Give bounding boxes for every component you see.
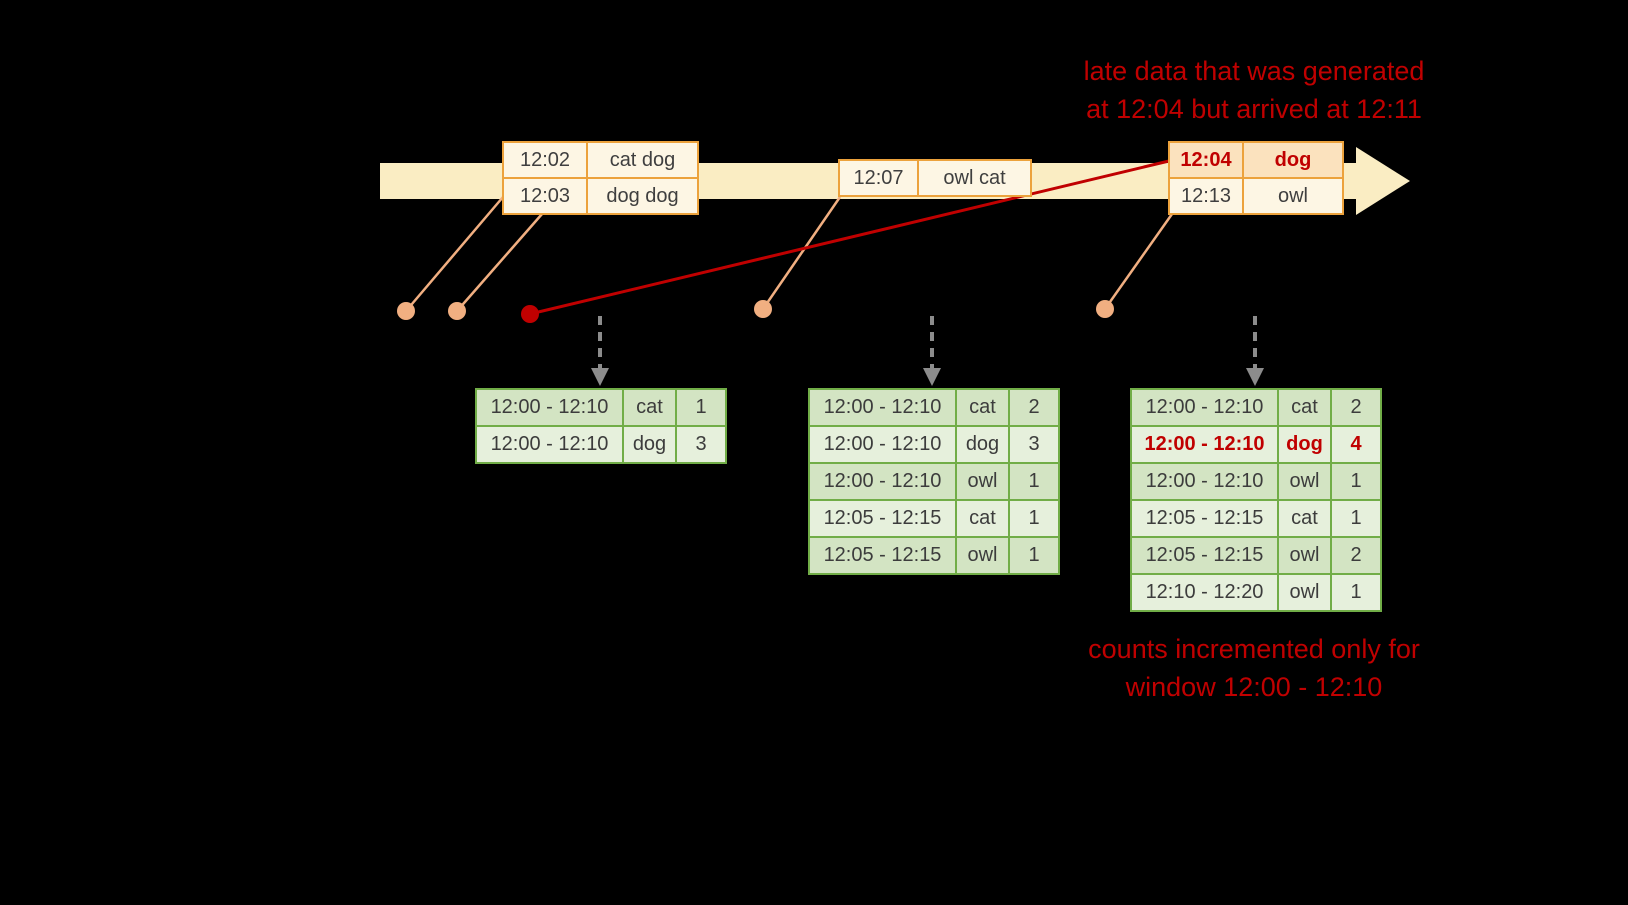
event-time-cell: 12:03 [502,177,588,215]
count-cell: 2 [1008,388,1060,427]
result-row: 12:00 - 12:10 dog 3 [808,425,1060,464]
event-row: 12:02 cat dog [502,141,699,179]
word-cell: cat [622,388,677,427]
result-row: 12:10 - 12:20 owl 1 [1130,573,1382,612]
result-table-3: 12:00 - 12:10 cat 2 12:00 - 12:10 dog 4 … [1130,388,1382,612]
count-cell: 1 [675,388,727,427]
event-dot [448,302,466,320]
event-time-cell: 12:04 [1168,141,1244,179]
window-cell: 12:00 - 12:10 [808,425,957,464]
word-cell: dog [955,425,1010,464]
word-cell: cat [1277,388,1332,427]
result-row: 12:05 - 12:15 owl 1 [808,536,1060,575]
late-event-dot [521,305,539,323]
window-cell: 12:00 - 12:10 [1130,462,1279,501]
result-table-2: 12:00 - 12:10 cat 2 12:00 - 12:10 dog 3 … [808,388,1060,575]
event-connector-line [456,213,543,312]
event-row: 12:07 owl cat [838,159,1032,197]
event-time-cell: 12:02 [502,141,588,179]
window-cell: 12:00 - 12:10 [808,388,957,427]
event-connector-line [405,196,504,312]
window-cell: 12:00 - 12:10 [1130,388,1279,427]
late-data-note: late data that was generated at 12:04 bu… [1028,52,1480,128]
window-cell: 12:05 - 12:15 [1130,499,1279,538]
word-cell: owl [1277,462,1332,501]
count-cell: 2 [1330,536,1382,575]
count-cell: 2 [1330,388,1382,427]
window-cell: 12:00 - 12:10 [475,388,624,427]
result-row: 12:00 - 12:10 owl 1 [808,462,1060,501]
late-event-row: 12:04 dog [1168,141,1344,179]
late-data-note-line2: at 12:04 but arrived at 12:11 [1086,94,1422,124]
word-cell: cat [955,499,1010,538]
word-cell: owl [955,462,1010,501]
window-cell: 12:05 - 12:15 [1130,536,1279,575]
count-cell: 4 [1330,425,1382,464]
counts-note-line1: counts incremented only for [1088,634,1420,664]
event-table-1: 12:02 cat dog 12:03 dog dog [502,141,699,215]
result-row: 12:05 - 12:15 cat 1 [1130,499,1382,538]
result-row: 12:00 - 12:10 cat 2 [808,388,1060,427]
counts-note-line2: window 12:00 - 12:10 [1125,672,1383,702]
word-cell: cat [955,388,1010,427]
event-connector-line [761,196,842,310]
result-row: 12:00 - 12:10 cat 1 [475,388,727,427]
event-time-cell: 12:07 [838,159,919,197]
late-data-note-line1: late data that was generated [1083,56,1425,86]
count-cell: 1 [1008,536,1060,575]
count-cell: 3 [1008,425,1060,464]
event-words-cell: cat dog [586,141,699,179]
word-cell: cat [1277,499,1332,538]
event-time-cell: 12:13 [1168,177,1244,215]
updated-result-row: 12:00 - 12:10 dog 4 [1130,425,1382,464]
word-cell: dog [622,425,677,464]
window-cell: 12:00 - 12:10 [1130,425,1279,464]
result-row: 12:00 - 12:10 owl 1 [1130,462,1382,501]
word-cell: owl [955,536,1010,575]
result-row: 12:00 - 12:10 dog 3 [475,425,727,464]
word-cell: owl [1277,536,1332,575]
word-cell: owl [1277,573,1332,612]
late-data-connector-line [529,159,1170,316]
event-words-cell: dog [1242,141,1344,179]
trigger-arrow [923,316,941,386]
window-cell: 12:00 - 12:10 [808,462,957,501]
event-row: 12:03 dog dog [502,177,699,215]
word-cell: dog [1277,425,1332,464]
event-dot [754,300,772,318]
event-words-cell: owl [1242,177,1344,215]
trigger-arrow [1246,316,1264,386]
count-cell: 1 [1008,499,1060,538]
window-cell: 12:00 - 12:10 [475,425,624,464]
window-cell: 12:05 - 12:15 [808,499,957,538]
event-table-2: 12:07 owl cat [838,159,1032,197]
count-cell: 1 [1330,462,1382,501]
trigger-arrow [591,316,609,386]
event-words-cell: dog dog [586,177,699,215]
counts-note: counts incremented only for window 12:00… [1028,630,1480,706]
event-row: 12:13 owl [1168,177,1344,215]
count-cell: 1 [1008,462,1060,501]
event-table-3: 12:04 dog 12:13 owl [1168,141,1344,215]
event-words-cell: owl cat [917,159,1032,197]
result-row: 12:05 - 12:15 owl 2 [1130,536,1382,575]
window-cell: 12:10 - 12:20 [1130,573,1279,612]
result-row: 12:00 - 12:10 cat 2 [1130,388,1382,427]
count-cell: 1 [1330,499,1382,538]
event-connector-line [1103,213,1174,310]
event-dot [1096,300,1114,318]
count-cell: 1 [1330,573,1382,612]
window-cell: 12:05 - 12:15 [808,536,957,575]
event-dot [397,302,415,320]
count-cell: 3 [675,425,727,464]
result-row: 12:05 - 12:15 cat 1 [808,499,1060,538]
result-table-1: 12:00 - 12:10 cat 1 12:00 - 12:10 dog 3 [475,388,727,464]
